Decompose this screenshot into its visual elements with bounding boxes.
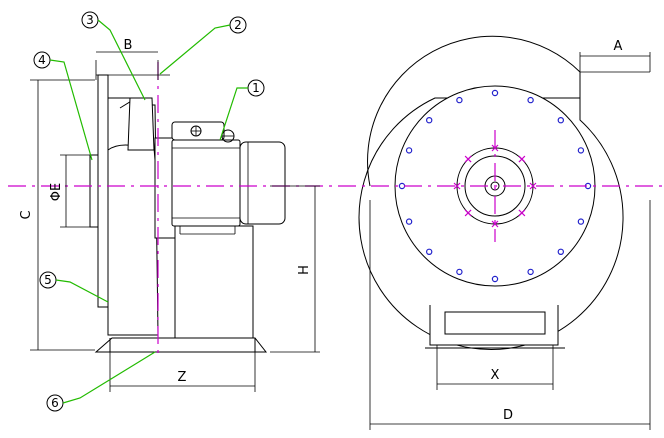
outer-bolt-hole <box>577 218 585 225</box>
dim-label-h: H <box>297 265 312 275</box>
outer-bolt-hole <box>405 218 413 225</box>
dim-label-e: ΦE <box>49 183 64 201</box>
outer-bolt-hole <box>491 275 499 283</box>
callout-6: 6 <box>51 396 59 410</box>
motor-support <box>174 225 254 339</box>
dim-label-b: B <box>124 38 133 53</box>
outer-bolt-hole <box>456 268 463 276</box>
center-lines <box>8 62 664 358</box>
callouts: 1 2 3 4 5 6 <box>33 11 265 412</box>
inner-bolt-mark <box>453 182 461 190</box>
inlet-flange <box>97 74 109 308</box>
inner-bolt-mark <box>464 209 472 217</box>
inner-bolt-mark <box>518 155 526 163</box>
leader-3 <box>97 19 146 101</box>
leader-1 <box>219 87 248 141</box>
inlet-duct <box>89 154 99 228</box>
callout-2: 2 <box>234 18 242 32</box>
outer-bolt-hole <box>426 116 433 124</box>
dimension-lines: B C ΦE H Z A X D <box>19 38 651 430</box>
motor-fan-cover <box>239 141 286 225</box>
inner-bolt-mark <box>491 220 499 228</box>
dim-label-x: X <box>491 368 500 383</box>
front-view <box>358 35 624 350</box>
callout-4: 4 <box>38 53 46 67</box>
outer-bolt-hole <box>527 96 534 104</box>
inner-bolt-mark <box>518 209 526 217</box>
outer-bolt-hole <box>405 147 413 154</box>
inner-bolt-mark <box>529 182 537 190</box>
leader-5 <box>55 279 109 303</box>
outer-bolt-hole <box>557 116 565 124</box>
base-plate <box>94 337 268 353</box>
dim-label-a: A <box>614 39 623 54</box>
side-view <box>89 74 286 353</box>
outer-bolt-ring <box>398 89 592 283</box>
leader-6 <box>62 351 156 404</box>
outer-bolt-hole <box>456 96 463 104</box>
leader-2 <box>159 24 231 75</box>
callout-5: 5 <box>44 273 52 287</box>
outer-bolt-hole <box>557 248 565 255</box>
outer-bolt-hole <box>577 147 585 154</box>
leader-4 <box>49 59 93 161</box>
outer-bolt-hole <box>491 89 499 97</box>
dim-label-d: D <box>503 408 513 423</box>
outer-bolt-hole <box>426 248 433 255</box>
dim-label-z: Z <box>178 370 187 385</box>
outer-bolt-hole <box>527 268 534 276</box>
callout-1: 1 <box>252 81 260 95</box>
outer-bolt-hole <box>398 182 406 190</box>
inner-bolt-mark <box>464 155 472 163</box>
pedestal-inner <box>444 311 546 335</box>
motor-body <box>171 139 241 227</box>
dim-label-c: C <box>19 210 34 219</box>
outlet-flange <box>127 97 155 151</box>
callout-3: 3 <box>86 13 94 27</box>
